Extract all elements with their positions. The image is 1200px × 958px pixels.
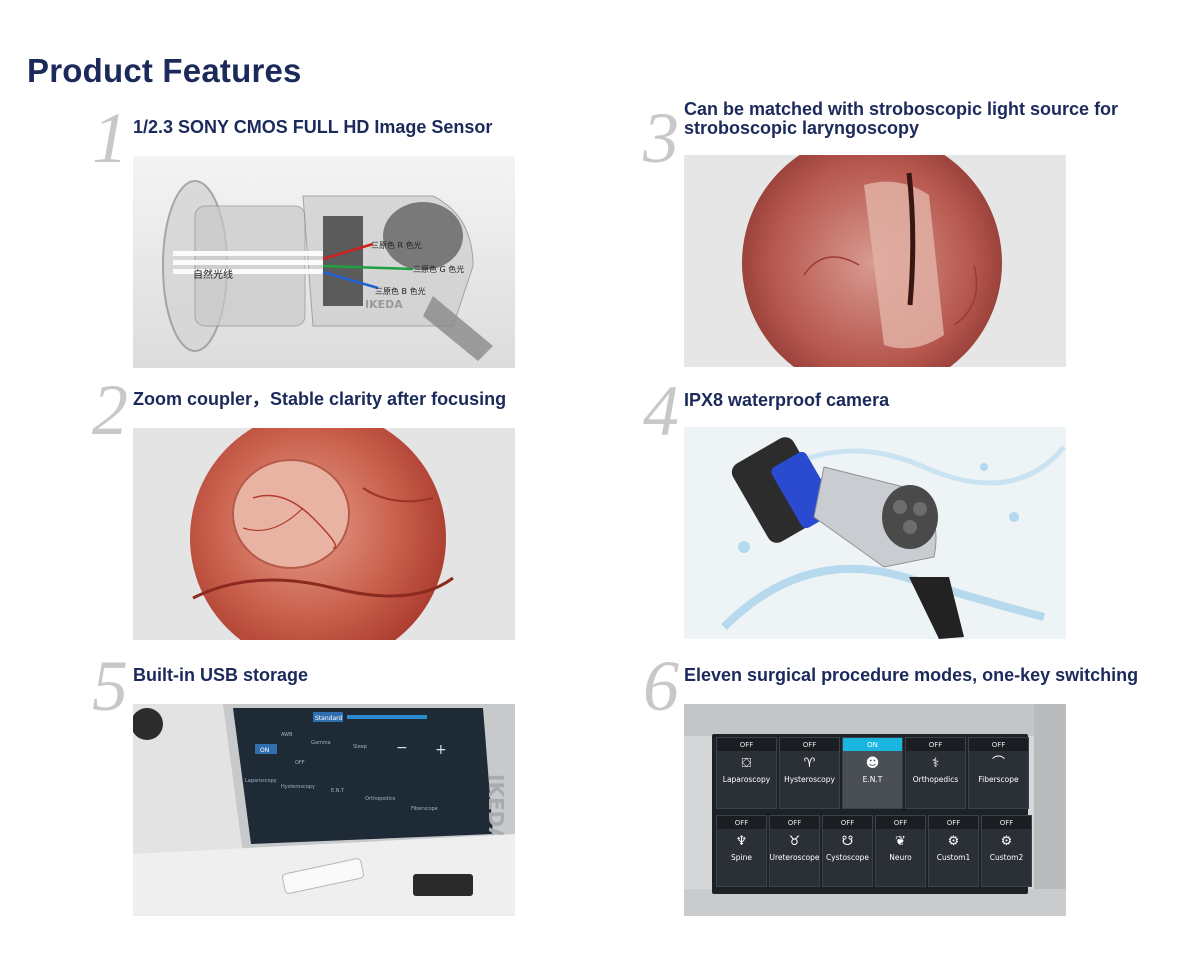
mode-state: OFF bbox=[780, 738, 839, 751]
head-icon: ☻ bbox=[865, 756, 880, 771]
mode-tile-orthopedics[interactable]: OFF ⚕ Orthopedics bbox=[905, 737, 966, 809]
awb-label: AWB bbox=[281, 732, 293, 738]
mode-hysteroscopy-label: Hysteroscopy bbox=[281, 784, 315, 790]
feature-title: Zoom coupler，Stable clarity after focusi… bbox=[133, 389, 507, 409]
mode-name: Orthopedics bbox=[912, 775, 959, 784]
mode-tile-ureteroscope[interactable]: OFF ♉ Ureteroscope bbox=[769, 815, 820, 887]
feature-title: Eleven surgical procedure modes, one-key… bbox=[684, 665, 1139, 685]
mode-tile-hysteroscopy[interactable]: OFF ♈ Hysteroscopy bbox=[779, 737, 840, 809]
mode-state: OFF bbox=[823, 816, 872, 829]
mode-orthopedics-label: Orthopedics bbox=[365, 796, 396, 802]
standard-label: Standard bbox=[315, 715, 342, 722]
mode-state: OFF bbox=[929, 816, 978, 829]
feature-2: 2 Zoom coupler，Stable clarity after focu… bbox=[85, 374, 645, 682]
mode-ent-label: E.N.T bbox=[331, 788, 345, 794]
kidney-icon: ♉ bbox=[788, 834, 801, 849]
plus-button: + bbox=[435, 742, 447, 758]
mode-laparoscopy-label: Laparoscopy bbox=[245, 778, 277, 784]
mode-state: OFF bbox=[982, 816, 1031, 829]
mode-name: Custom1 bbox=[936, 853, 971, 862]
page-title: Product Features bbox=[27, 52, 302, 89]
feature-title: 1/2.3 SONY CMOS FULL HD Image Sensor bbox=[133, 117, 493, 137]
uterus-icon: ♈ bbox=[803, 756, 816, 771]
feature-number: 3 bbox=[643, 98, 679, 178]
off-label: OFF bbox=[295, 760, 305, 766]
mode-state: OFF bbox=[969, 738, 1028, 751]
mode-tile-spine[interactable]: OFF ♆ Spine bbox=[716, 815, 767, 887]
mode-name: Spine bbox=[731, 853, 752, 862]
natural-light-label: 自然光线 bbox=[193, 268, 233, 281]
gear-icon: ⚙ bbox=[1000, 834, 1013, 849]
mode-fiberscope-label: Fiberscope bbox=[411, 806, 438, 812]
mode-name: Hysteroscopy bbox=[784, 775, 835, 784]
blue-light-label: 三原色 B 色光 bbox=[375, 286, 426, 296]
mode-tile-fiberscope[interactable]: OFF ⌒ Fiberscope bbox=[968, 737, 1029, 809]
feature-title: IPX8 waterproof camera bbox=[684, 390, 890, 410]
gamma-label: Gamma bbox=[311, 740, 331, 746]
mode-state: OFF bbox=[876, 816, 925, 829]
feature-3: 3 Can be matched with stroboscopic light… bbox=[636, 100, 1196, 400]
sleep-label: Sleep bbox=[353, 744, 367, 750]
green-light-label: 三原色 G 色光 bbox=[413, 264, 464, 274]
feature-1: 1 1/2.3 SONY CMOS FULL HD Image Sensor bbox=[85, 102, 645, 410]
mode-name: Ureteroscope bbox=[769, 853, 820, 862]
red-light-label: 三原色 R 色光 bbox=[371, 240, 422, 250]
mode-state: OFF bbox=[717, 816, 766, 829]
larynx-image bbox=[684, 155, 1066, 367]
feature-number: 4 bbox=[643, 371, 679, 451]
waterproof-camera-image bbox=[684, 427, 1066, 639]
sensor-image: 自然光线 三原色 R 色光 三原色 G 色光 三原色 B 色光 IKEDA bbox=[133, 156, 515, 368]
on-label: ON bbox=[260, 747, 269, 754]
feature-number: 1 bbox=[92, 98, 128, 178]
feature-number: 6 bbox=[643, 646, 679, 726]
abdomen-icon: ⛋ bbox=[741, 756, 752, 771]
mode-tile-e-n-t[interactable]: ON ☻ E.N.T bbox=[842, 737, 903, 809]
zoom-endoscopy-image bbox=[133, 428, 515, 640]
mode-name: E.N.T bbox=[862, 775, 883, 784]
gear-icon: ⚙ bbox=[947, 834, 960, 849]
feature-number: 2 bbox=[92, 370, 128, 450]
mode-name: Laparoscopy bbox=[722, 775, 771, 784]
mode-name: Neuro bbox=[889, 853, 912, 862]
spine-icon: ♆ bbox=[735, 834, 748, 849]
brain-icon: ❦ bbox=[895, 834, 906, 849]
feature-title: Can be matched with stroboscopic light s… bbox=[684, 99, 1119, 138]
feature-5: 5 Built-in USB storage Standard AWB Gamm… bbox=[85, 650, 645, 958]
feature-title: Built-in USB storage bbox=[133, 665, 309, 685]
mode-tile-cystoscope[interactable]: OFF ☋ Cystoscope bbox=[822, 815, 873, 887]
mode-tile-neuro[interactable]: OFF ❦ Neuro bbox=[875, 815, 926, 887]
mode-name: Fiberscope bbox=[978, 775, 1019, 784]
mode-name: Custom2 bbox=[989, 853, 1024, 862]
mode-tile-laparoscopy[interactable]: OFF ⛋ Laparoscopy bbox=[716, 737, 777, 809]
feature-4: 4 IPX8 waterproof camera bbox=[636, 375, 1196, 683]
feature-number: 5 bbox=[92, 646, 128, 726]
mode-state: ON bbox=[843, 738, 902, 751]
mode-state: OFF bbox=[770, 816, 819, 829]
bladder-icon: ☋ bbox=[841, 834, 854, 849]
bone-icon: ⚕ bbox=[931, 756, 940, 771]
feature-6: 6 Eleven surgical procedure modes, one-k… bbox=[636, 650, 1196, 958]
minus-button: − bbox=[396, 740, 408, 756]
mode-tile-custom1[interactable]: OFF ⚙ Custom1 bbox=[928, 815, 979, 887]
mode-tile-custom2[interactable]: OFF ⚙ Custom2 bbox=[981, 815, 1032, 887]
usb-storage-image: Standard AWB Gamma Sleep − + ON OFF Lapa… bbox=[133, 704, 515, 916]
mode-name: Cystoscope bbox=[825, 853, 870, 862]
brand-watermark: IKEDA bbox=[365, 298, 403, 311]
fiber-icon: ⌒ bbox=[991, 756, 1005, 771]
mode-state: OFF bbox=[717, 738, 776, 751]
device-brand: IKEDA bbox=[484, 774, 508, 843]
mode-state: OFF bbox=[906, 738, 965, 751]
